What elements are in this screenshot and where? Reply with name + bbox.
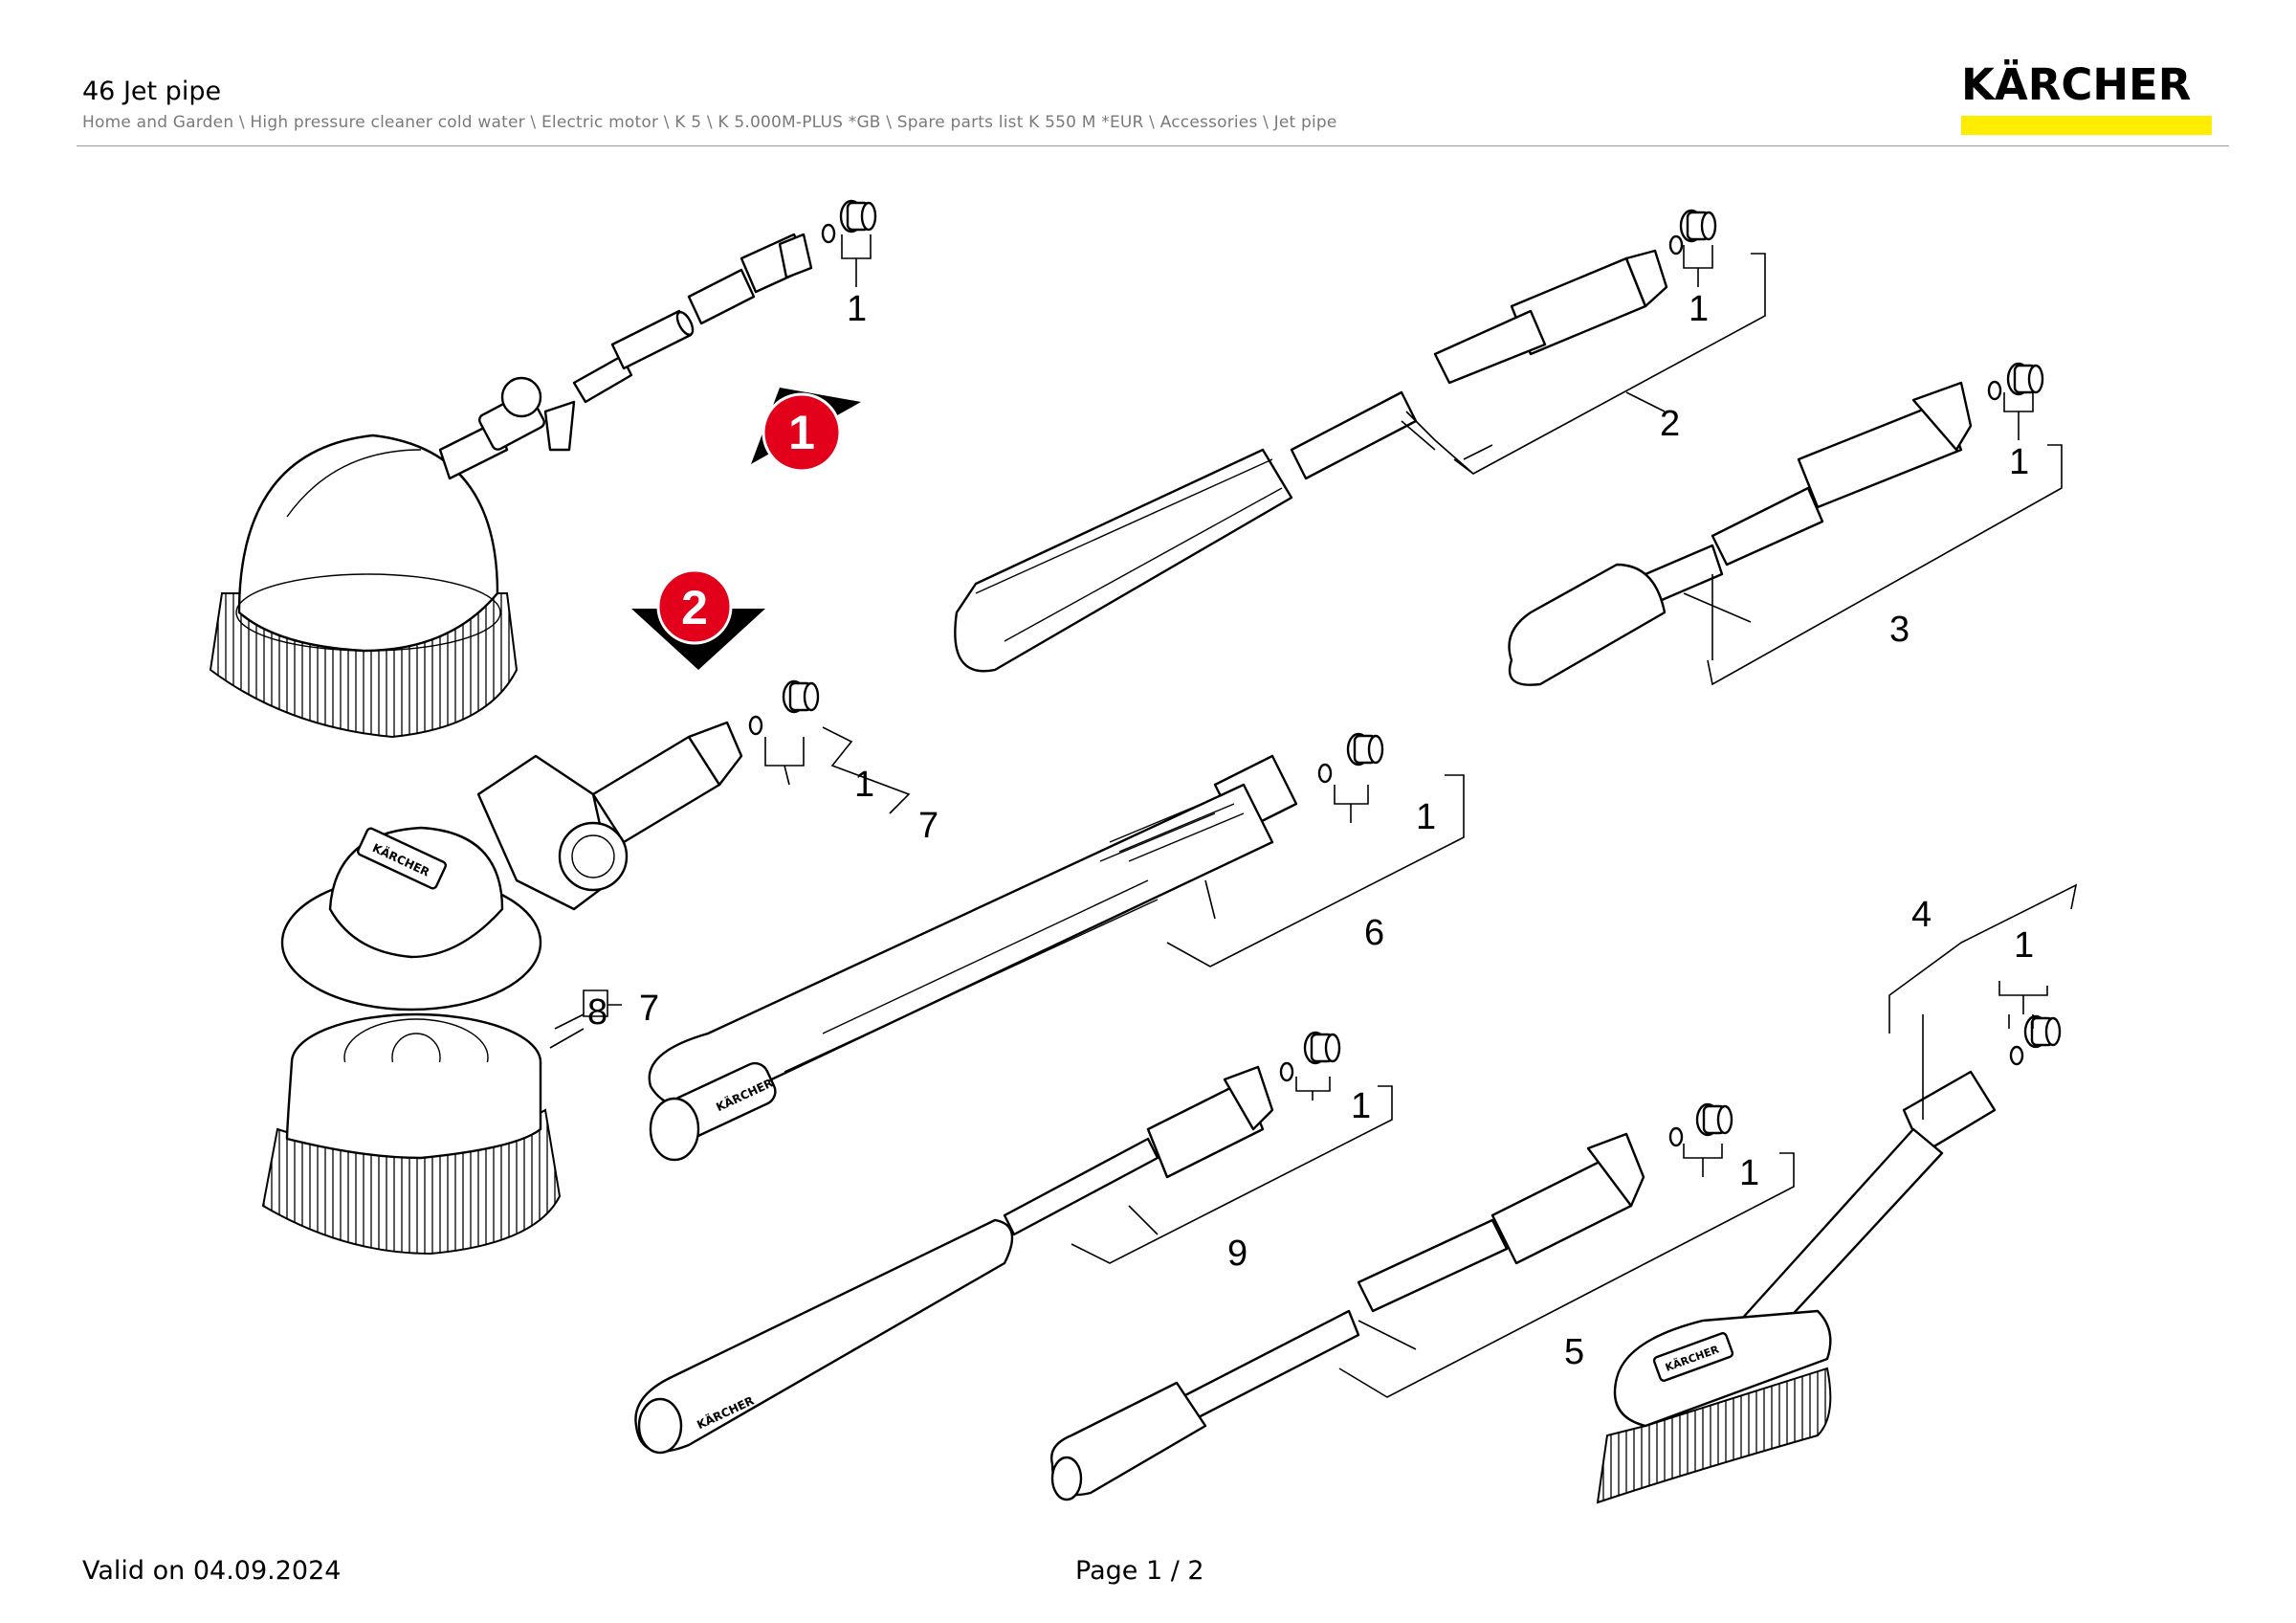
callout-1-top: 1 xyxy=(847,289,867,329)
footer-valid-date: Valid on 04.09.2024 xyxy=(82,1556,342,1586)
callout-9: 9 xyxy=(1227,1234,1247,1274)
rotor-nozzle-lance-assembly xyxy=(1508,362,2044,686)
rotating-wash-brush-assembly xyxy=(209,199,877,739)
callout-5: 5 xyxy=(1564,1332,1584,1372)
callout-2: 2 xyxy=(1660,404,1680,444)
marker-2-label: 2 xyxy=(681,581,708,634)
page-title: 46 Jet pipe xyxy=(82,77,222,106)
header-divider xyxy=(77,145,2229,146)
callout-4: 4 xyxy=(1911,895,1932,935)
footer-page-number: Page 1 / 2 xyxy=(1075,1556,1204,1586)
leader-lines xyxy=(549,234,2078,1398)
grip-spray-lance-assembly: KÄRCHER xyxy=(648,732,1384,1162)
callout-7-angled: 7 xyxy=(918,806,938,846)
logo-yellow-bar xyxy=(1961,116,2212,135)
callout-7-ring: 7 xyxy=(639,989,659,1029)
callout-1-lance: 1 xyxy=(1689,289,1709,329)
callout-8: 8 xyxy=(587,992,607,1033)
callout-6: 6 xyxy=(1364,913,1384,953)
logo-text: KÄRCHER xyxy=(1961,59,2192,110)
callout-numbers: 1 1 2 1 3 1 7 1 6 4 1 8 7 1 9 1 5 xyxy=(587,289,2034,1372)
callout-1-angled: 1 xyxy=(854,765,874,805)
callout-1-grip: 1 xyxy=(1416,797,1436,837)
breadcrumb: Home and Garden \ High pressure cleaner … xyxy=(82,113,1337,132)
spray-lance-lower-assembly: KÄRCHER xyxy=(634,1031,1341,1455)
callout-1-rotor: 1 xyxy=(2009,442,2029,482)
callout-1-lower: 1 xyxy=(1351,1086,1371,1126)
marker-1-label: 1 xyxy=(788,406,815,459)
extension-lance-assembly xyxy=(1050,1102,1733,1501)
wash-brush-assembly: KÄRCHER xyxy=(1596,1014,2062,1504)
lance-grip-ribs xyxy=(1099,793,1245,862)
callout-1-brush: 1 xyxy=(2014,925,2034,966)
karcher-logo: KÄRCHER xyxy=(1961,63,2212,135)
callout-3: 3 xyxy=(1889,610,1910,650)
marker-1: 1 xyxy=(751,388,861,473)
marker-2: 2 xyxy=(631,568,765,670)
angled-rotating-brush-assembly: KÄRCHER xyxy=(261,679,820,1256)
callout-1-extension: 1 xyxy=(1739,1153,1759,1193)
spray-lance-with-handle-assembly xyxy=(954,209,1717,673)
